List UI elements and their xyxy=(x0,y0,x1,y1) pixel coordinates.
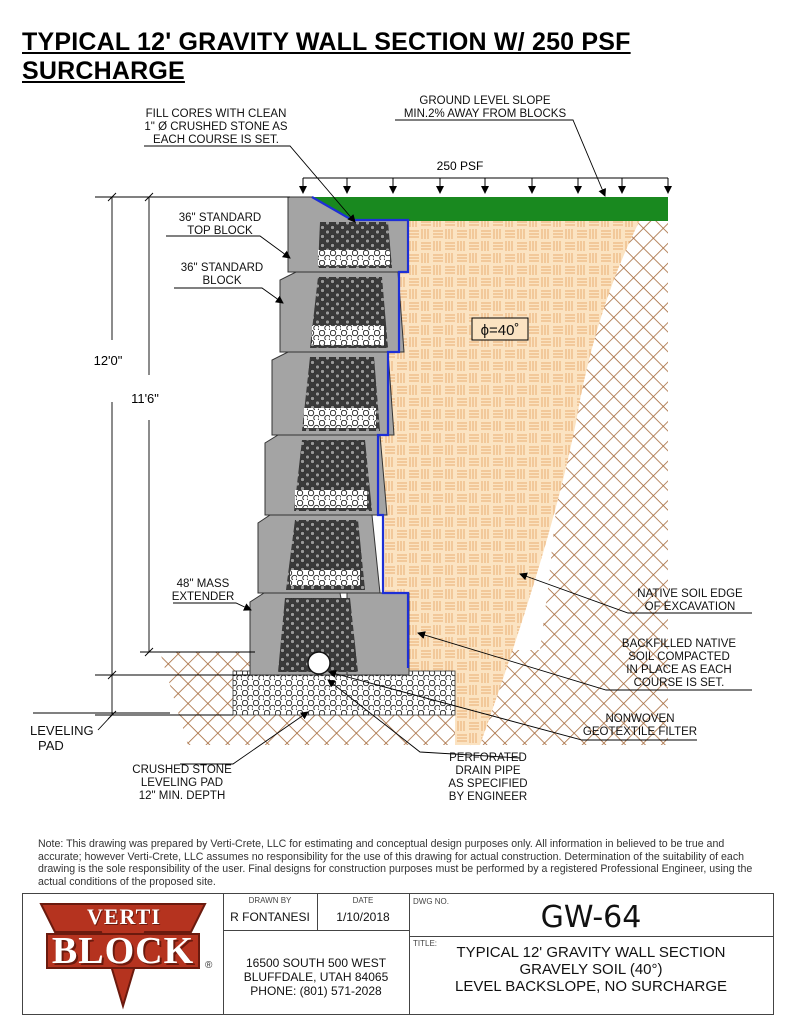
label-standard-block: 36" STANDARD BLOCK xyxy=(175,262,269,288)
crushed-stone-line-3: 12" MIN. DEPTH xyxy=(138,790,226,802)
drawn-by-label: DRAWN BY xyxy=(248,896,292,905)
label-fill-cores: FILL CORES WITH CLEAN 1" Ø CRUSHED STONE… xyxy=(136,108,296,147)
disclaimer-note: Note: This drawing was prepared by Verti… xyxy=(38,838,753,888)
drawing-title: TYPICAL 12' GRAVITY WALL SECTION W/ 250 … xyxy=(22,28,631,85)
standard-block-line-2: BLOCK xyxy=(202,275,242,287)
label-ground-slope: GROUND LEVEL SLOPE MIN.2% AWAY FROM BLOC… xyxy=(386,95,584,121)
address-line-3: PHONE: (801) 571-2028 xyxy=(250,984,382,998)
friction-label: ϕ=40˚ xyxy=(471,317,529,341)
backfill-region xyxy=(378,220,640,745)
dim-exposed-label: 11'6" xyxy=(131,391,159,406)
dwg-no-label: DWG NO. xyxy=(413,897,449,906)
fill-cores-line-2: 1" Ø CRUSHED STONE AS xyxy=(144,121,288,133)
label-drain-pipe: PERFORATED DRAIN PIPE AS SPECIFIED BY EN… xyxy=(440,752,536,804)
label-mass-extender: 48" MASS EXTENDER xyxy=(168,578,238,604)
geotextile-filter xyxy=(311,196,410,668)
date-label: DATE xyxy=(352,896,374,905)
standard-block-line-1: 36" STANDARD xyxy=(180,262,264,274)
title-line-1: TYPICAL 12' GRAVITY WALL SECTION xyxy=(456,944,726,961)
backfill-line-3: IN PLACE AS EACH xyxy=(626,664,732,676)
label-backfill: BACKFILLED NATIVE SOIL COMPACTED IN PLAC… xyxy=(606,638,752,690)
title-line-2: GRAVELY SOIL (40°) xyxy=(519,961,663,978)
drain-pipe-line-2: DRAIN PIPE xyxy=(455,765,521,777)
label-geotextile: NONWOVEN GEOTEXTILE FILTER xyxy=(582,713,698,739)
title-block: VERTI BLOCK ® DRAWN BY R FONTANESI DATE … xyxy=(22,893,774,1015)
logo-registered-mark: ® xyxy=(205,960,213,971)
date-value: 1/10/2018 xyxy=(336,910,390,924)
leveling-pad-line-1: LEVELING xyxy=(30,723,94,738)
dwg-no-value: GW-64 xyxy=(540,900,642,935)
label-leveling-pad: LEVELING PAD xyxy=(30,723,100,753)
drain-pipe-line-1: PERFORATED xyxy=(449,752,527,764)
native-edge-line-1: NATIVE SOIL EDGE xyxy=(637,588,743,600)
label-crushed-stone: CRUSHED STONE LEVELING PAD 12" MIN. DEPT… xyxy=(128,764,236,803)
drain-pipe-line-3: AS SPECIFIED xyxy=(448,778,528,790)
native-edge-line-2: OF EXCAVATION xyxy=(644,601,736,613)
title-label: TITLE: xyxy=(413,939,438,948)
surcharge-arrows xyxy=(299,177,672,194)
verti-block-logo xyxy=(39,903,207,1010)
logo-main-text: BLOCK xyxy=(51,930,195,972)
ground-layer xyxy=(312,197,668,221)
dwg-no-cell: DWG NO. GW-64 xyxy=(409,894,773,937)
crushed-stone-line-2: LEVELING PAD xyxy=(140,777,224,789)
backfill-line-2: SOIL COMPACTED xyxy=(628,651,730,663)
address-line-1: 16500 SOUTH 500 WEST xyxy=(245,956,387,970)
date-cell: DATE 1/10/2018 xyxy=(317,894,410,931)
label-native-edge: NATIVE SOIL EDGE OF EXCAVATION xyxy=(628,588,752,614)
backfill-line-4: COURSE IS SET. xyxy=(633,677,725,689)
svg-text:ϕ=40˚: ϕ=40˚ xyxy=(481,322,520,339)
leveling-pad-line-2: PAD xyxy=(38,738,64,753)
backfill-line-1: BACKFILLED NATIVE xyxy=(621,638,737,650)
label-top-block: 36" STANDARD TOP BLOCK xyxy=(170,212,270,238)
address-cell: 16500 SOUTH 500 WEST BLUFFDALE, UTAH 840… xyxy=(223,930,410,1014)
leader-lines xyxy=(33,119,752,765)
logo-top-text: VERTI xyxy=(87,904,161,929)
drawn-by-value: R FONTANESI xyxy=(230,910,310,924)
drain-pipe xyxy=(307,651,331,675)
fill-cores-line-1: FILL CORES WITH CLEAN xyxy=(145,108,287,120)
top-block-line-2: TOP BLOCK xyxy=(187,225,253,237)
address-line-2: BLUFFDALE, UTAH 84065 xyxy=(243,970,389,984)
drain-pipe-line-4: BY ENGINEER xyxy=(448,791,528,803)
geotextile-line-2: GEOTEXTILE FILTER xyxy=(582,726,698,738)
dimension-lines xyxy=(95,192,290,731)
title-line-3: LEVEL BACKSLOPE, NO SURCHARGE xyxy=(454,978,728,995)
ground-slope-line-1: GROUND LEVEL SLOPE xyxy=(419,95,551,107)
dim-total-label: 12'0" xyxy=(94,353,123,368)
ground-slope-line-2: MIN.2% AWAY FROM BLOCKS xyxy=(403,108,567,120)
drawn-by-cell: DRAWN BY R FONTANESI xyxy=(223,894,318,931)
logo-cell: VERTI BLOCK ® xyxy=(23,894,224,1014)
mass-extender-line-1: 48" MASS xyxy=(176,578,230,590)
fill-cores-line-3: EACH COURSE IS SET. xyxy=(153,134,279,146)
mass-extender-line-2: EXTENDER xyxy=(171,591,235,603)
surcharge-label: 250 PSF xyxy=(437,159,484,173)
geotextile-line-1: NONWOVEN xyxy=(605,713,675,725)
wall-blocks xyxy=(249,196,410,676)
drawing-title-cell: TITLE: TYPICAL 12' GRAVITY WALL SECTION … xyxy=(409,936,773,1014)
top-block-line-1: 36" STANDARD xyxy=(178,212,262,224)
crushed-stone-line-1: CRUSHED STONE xyxy=(132,764,232,776)
